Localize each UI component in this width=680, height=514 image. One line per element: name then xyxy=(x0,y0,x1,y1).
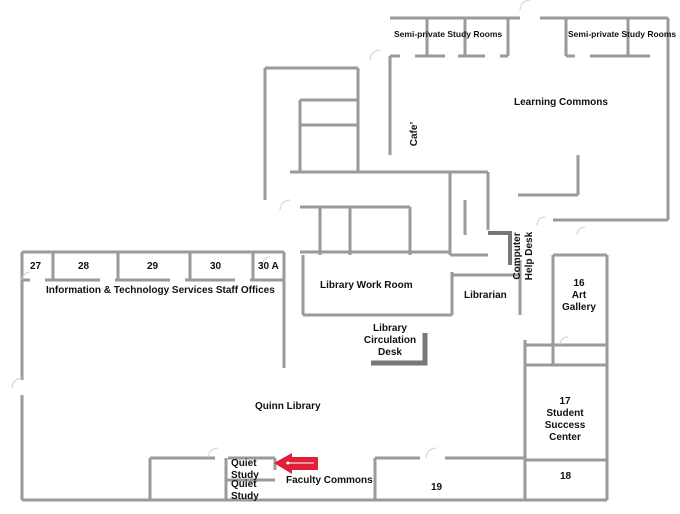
door-swing xyxy=(519,0,531,11)
room-18-label: 18 xyxy=(560,471,572,482)
door-swing xyxy=(536,216,546,226)
success-line-1: 17 xyxy=(559,396,571,407)
door-swing xyxy=(576,226,586,236)
door-swing xyxy=(559,336,569,346)
quinn-library-label: Quinn Library xyxy=(255,401,321,412)
art-line-3: Gallery xyxy=(562,302,596,313)
door-swing xyxy=(207,447,219,459)
room-30-label: 30 xyxy=(210,261,222,272)
quiet1-line-2: Study xyxy=(231,470,259,481)
faculty-commons-label: Faculty Commons xyxy=(286,475,373,486)
door-swing xyxy=(21,271,31,281)
quiet2-line-2: Study xyxy=(231,491,259,502)
location-arrow-icon xyxy=(274,453,318,474)
door-swing xyxy=(279,199,291,211)
success-line-4: Center xyxy=(549,432,581,443)
doors xyxy=(11,0,586,459)
room-30a-label: 30 A xyxy=(258,261,279,272)
quiet2-line-1: Quiet xyxy=(231,479,257,490)
librarian-label: Librarian xyxy=(464,290,507,301)
cafe-label: Cafe’ xyxy=(409,121,421,147)
room-29-label: 29 xyxy=(147,261,159,272)
it-offices-label: Information & Technology Services Staff … xyxy=(46,285,275,296)
success-line-3: Success xyxy=(544,420,586,431)
quiet1-line-1: Quiet xyxy=(231,458,257,469)
study-rooms-left-label: Semi-private Study Rooms xyxy=(394,29,503,39)
circ-line-1: Library xyxy=(373,323,407,334)
work-room-label: Library Work Room xyxy=(320,280,413,291)
door-swing xyxy=(11,377,23,389)
door-swing xyxy=(425,447,437,459)
help-desk-line-2: Help Desk xyxy=(524,231,535,281)
room-27-label: 27 xyxy=(30,261,42,272)
circ-line-3: Desk xyxy=(378,347,402,358)
circ-line-2: Circulation xyxy=(363,335,417,346)
help-desk-counter xyxy=(488,231,512,265)
art-line-2: Art xyxy=(571,290,587,301)
circulation-desk-counter xyxy=(371,333,428,366)
help-desk-line-1: Computer xyxy=(512,232,523,280)
success-line-2: Student xyxy=(546,408,584,419)
door-swing xyxy=(261,256,271,266)
door-swing xyxy=(369,49,381,61)
walls xyxy=(20,16,670,502)
room-28-label: 28 xyxy=(78,261,90,272)
room-19-label: 19 xyxy=(431,482,443,493)
learning-commons-label: Learning Commons xyxy=(514,97,608,108)
art-line-1: 16 xyxy=(573,278,585,289)
study-rooms-right-label: Semi-private Study Rooms xyxy=(568,29,677,39)
